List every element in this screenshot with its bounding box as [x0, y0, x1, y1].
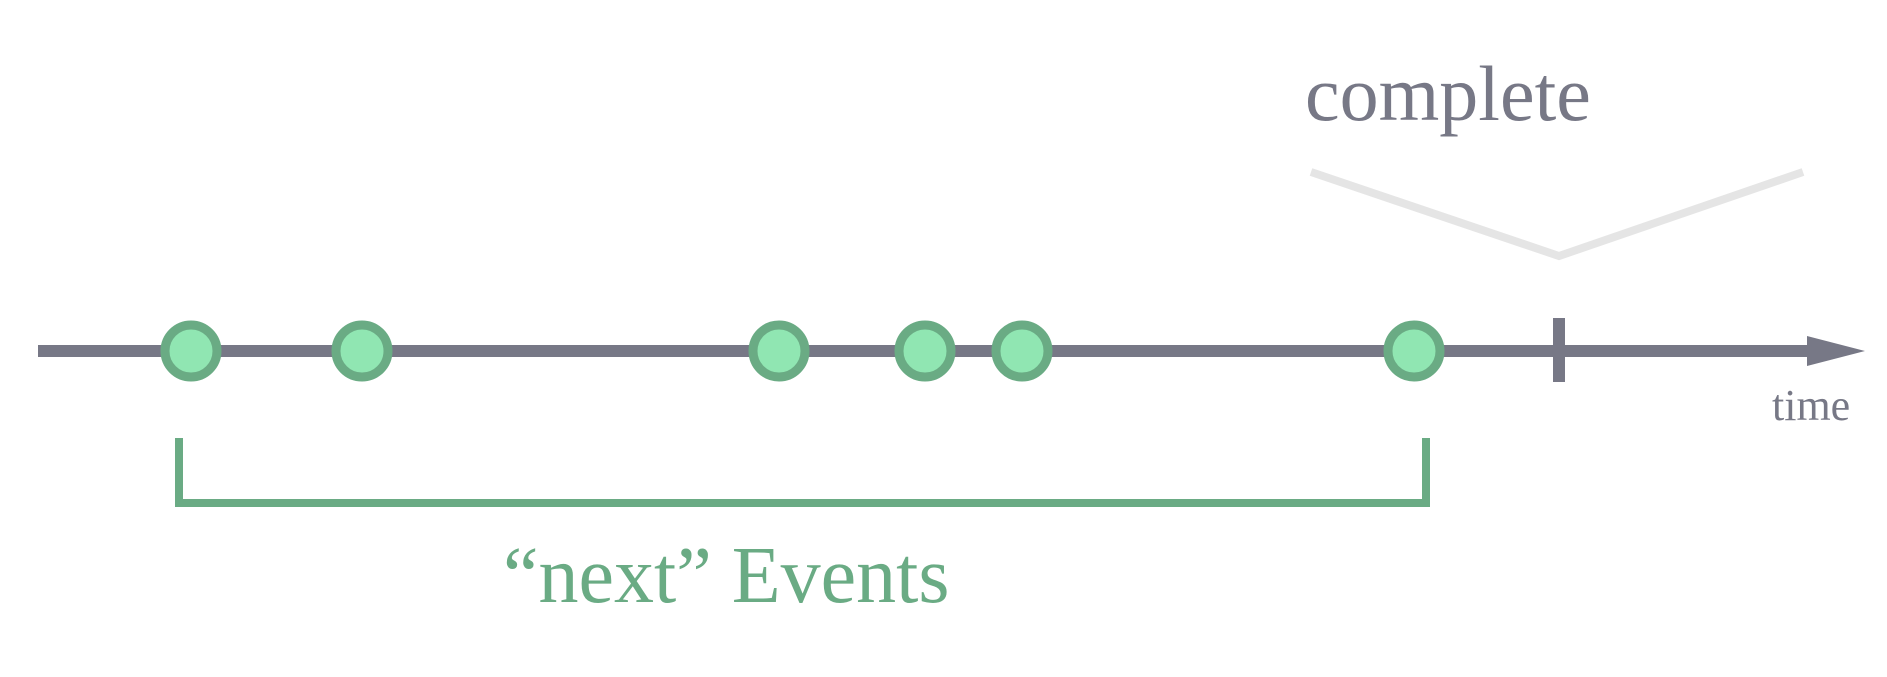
next-event-marker: [894, 320, 956, 382]
complete-chevron: [1309, 168, 1805, 261]
next-event-marker: [991, 320, 1053, 382]
timeline-arrowhead-icon: [1807, 336, 1865, 366]
next-event-marker: [331, 320, 393, 382]
next-events: [160, 320, 1445, 382]
complete-label: complete: [1305, 50, 1591, 137]
next-event-marker: [1383, 320, 1445, 382]
time-label: time: [1772, 381, 1850, 430]
next-events-label: “next” Events: [503, 532, 949, 620]
next-event-marker: [748, 320, 810, 382]
next-events-bracket: [175, 438, 1430, 507]
next-event-marker: [160, 320, 222, 382]
